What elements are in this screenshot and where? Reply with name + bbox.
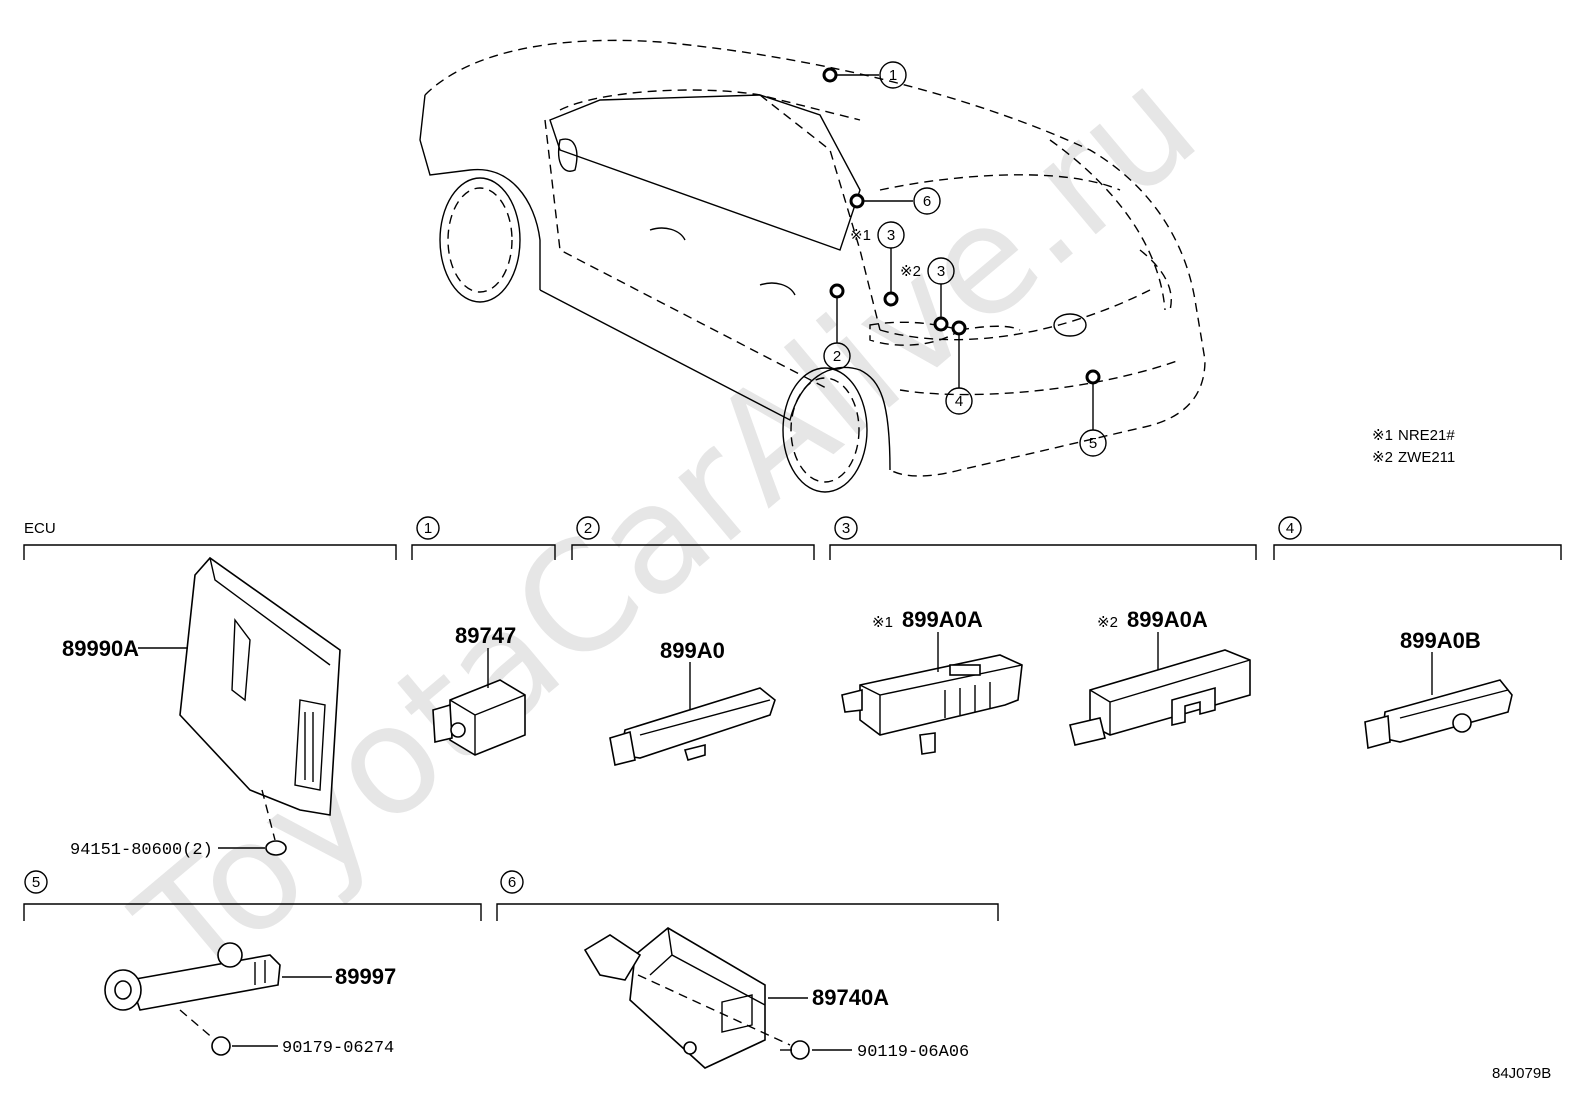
part-number-6-bolt: 90119-06A06 — [857, 1043, 969, 1062]
callout-mark-1: ※1 — [850, 227, 871, 244]
part-number-ecu: 89990A — [62, 636, 139, 661]
callout-1: 1 — [889, 67, 897, 84]
part-number-4: 899A0B — [1400, 628, 1481, 653]
ecu-part — [138, 556, 341, 856]
watermark: ToyotaCarAlive.ru — [106, 36, 1229, 1018]
car-callouts: 1 2 ※1 3 ※2 3 4 5 6 — [822, 61, 1107, 457]
part-5-antenna — [104, 942, 332, 1056]
callout-4: 4 — [955, 393, 963, 410]
sensor-marker-4 — [951, 320, 967, 336]
part-3b-mark: ※2 — [1097, 614, 1118, 631]
diagram-code: 84J079B — [1492, 1065, 1551, 1082]
part-3a-mark: ※1 — [872, 614, 893, 631]
sensor-marker-3a — [883, 291, 899, 307]
note-1-mark: ※1 — [1372, 427, 1393, 444]
sensor-marker-1 — [822, 67, 838, 83]
note-2-mark: ※2 — [1372, 449, 1393, 466]
part-number-5: 89997 — [335, 964, 396, 989]
sensor-marker-2 — [829, 283, 845, 299]
group-6-label: 6 — [508, 874, 516, 891]
callout-2: 2 — [833, 348, 841, 365]
sensor-marker-3b — [933, 316, 949, 332]
car-illustration — [419, 39, 1206, 493]
sensor-marker-6 — [849, 193, 865, 209]
note-1-text: NRE21# — [1398, 427, 1455, 444]
group-2-label: 2 — [584, 520, 592, 537]
callout-mark-2: ※2 — [900, 263, 921, 280]
group-brackets: ECU 1 2 3 4 5 6 — [23, 516, 1562, 921]
group-ecu-label: ECU — [24, 520, 56, 537]
callout-3b: 3 — [937, 263, 945, 280]
part-number-3b: 899A0A — [1127, 607, 1208, 632]
group-3-label: 3 — [842, 520, 850, 537]
part-number-ecu-nut: 94151-80600(2) — [70, 841, 213, 860]
callout-6: 6 — [923, 193, 931, 210]
part-6-module — [583, 927, 852, 1069]
part-3b-antenna — [1069, 632, 1251, 746]
part-1-relay — [432, 648, 526, 756]
part-number-5-bolt: 90179-06274 — [282, 1039, 394, 1058]
part-3a-antenna — [841, 632, 1023, 755]
callout-3a: 3 — [887, 227, 895, 244]
part-number-2: 899A0 — [660, 638, 725, 663]
note-2-text: ZWE211 — [1398, 449, 1455, 466]
group-4-label: 4 — [1286, 520, 1294, 537]
part-number-6: 89740A — [812, 985, 889, 1010]
sensor-marker-5 — [1085, 369, 1101, 385]
callout-5: 5 — [1089, 435, 1097, 452]
part-number-3a: 899A0A — [902, 607, 983, 632]
part-4-antenna — [1364, 652, 1513, 750]
group-5-label: 5 — [32, 874, 40, 891]
part-number-1: 89747 — [455, 623, 516, 648]
group-1-label: 1 — [424, 520, 432, 537]
part-2-antenna — [609, 662, 776, 766]
